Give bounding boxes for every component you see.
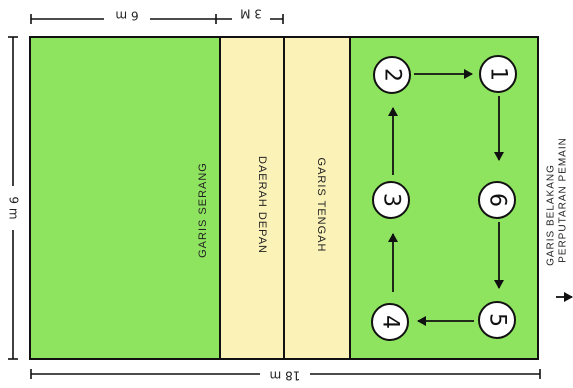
label-garis-belakang: GARIS BELAKANG: [546, 164, 557, 266]
dimension-left: 9 m: [7, 196, 21, 219]
position-label-6: 6: [485, 193, 510, 207]
position-circle-4: [371, 303, 409, 341]
position-circle-5: [478, 301, 516, 339]
position-label-4: 4: [378, 315, 403, 329]
position-label-1: 1: [486, 67, 511, 81]
position-circle-6: [478, 181, 516, 219]
player-positions: 1 2 3 4 5 6: [371, 55, 517, 341]
position-label-3: 3: [379, 193, 404, 207]
position-circle-2: [373, 56, 411, 94]
label-perputaran-pemain: PERPUTARAN PEMAIN: [558, 137, 569, 263]
label-garis-serang: GARIS SERANG: [197, 162, 209, 258]
position-circle-1: [479, 55, 517, 93]
dimension-bottom: 18 m: [270, 369, 301, 383]
label-daerah-depan: DAERAH DEPAN: [256, 156, 268, 254]
position-label-2: 2: [380, 68, 405, 82]
label-garis-tengah: GARIS TENGAH: [315, 158, 327, 253]
dimension-top-right: 3 M: [240, 7, 262, 21]
position-circle-3: [372, 181, 410, 219]
left-court-half: [30, 37, 220, 359]
position-label-5: 5: [485, 313, 510, 327]
dimension-top-left: 6 m: [115, 9, 138, 23]
